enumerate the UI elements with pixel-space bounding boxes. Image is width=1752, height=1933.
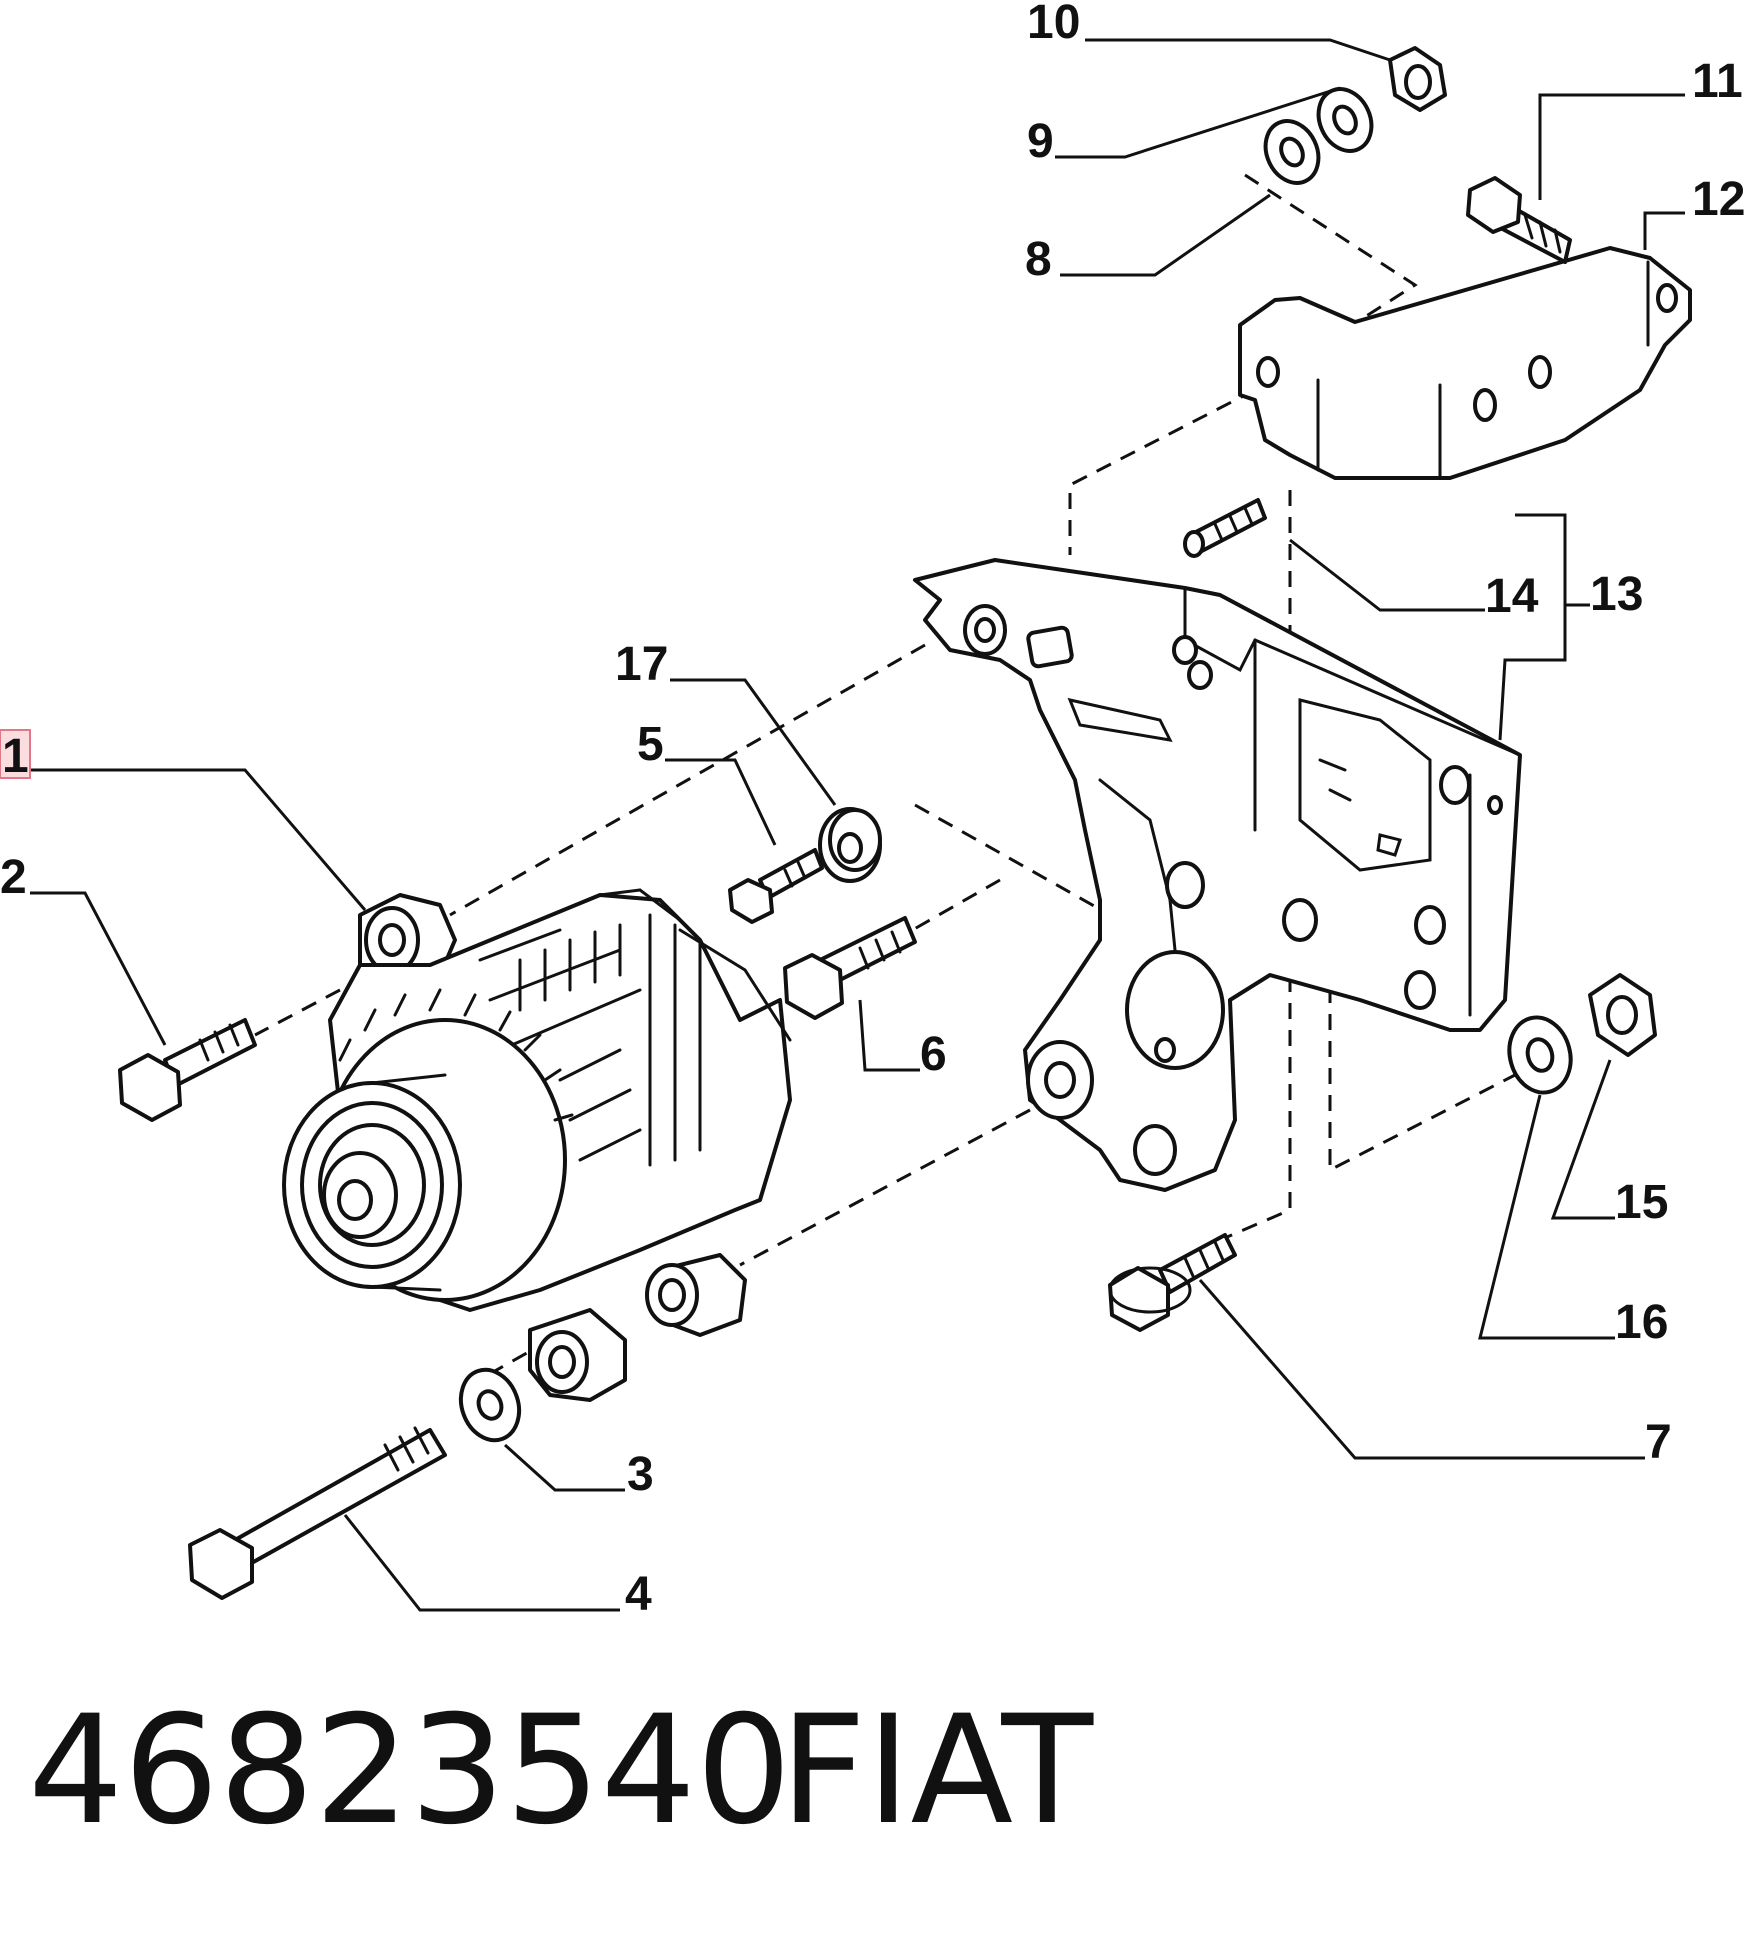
upper-bracket xyxy=(1238,246,1692,480)
washers-and-nut xyxy=(1263,46,1447,185)
bolt-11 xyxy=(1466,176,1572,264)
callout-4: 4 xyxy=(625,1568,652,1621)
callout-6: 6 xyxy=(920,1028,947,1081)
callout-9: 9 xyxy=(1027,115,1054,168)
main-bracket xyxy=(913,558,1522,1192)
bolt-7 xyxy=(1108,1233,1237,1332)
callout-17: 17 xyxy=(615,638,668,691)
callout-1: 1 xyxy=(2,730,29,783)
callout-8: 8 xyxy=(1025,233,1052,286)
callout-2: 2 xyxy=(0,851,27,904)
alternator xyxy=(282,888,792,1402)
callout-1-highlight xyxy=(0,729,31,779)
spacer-17 xyxy=(818,807,882,883)
footer: 46823540 FIAT xyxy=(28,1684,1094,1858)
callout-14: 14 xyxy=(1485,570,1539,623)
callout-11: 11 xyxy=(1692,55,1743,108)
callout-3: 3 xyxy=(627,1448,654,1501)
part-number: 46823540 xyxy=(28,1684,791,1858)
callout-12: 12 xyxy=(1692,173,1745,226)
callout-labels: 1 2 3 4 5 6 7 8 9 10 11 12 13 14 15 16 1… xyxy=(0,0,1745,1621)
callout-7: 7 xyxy=(1645,1416,1672,1469)
callout-10: 10 xyxy=(1027,0,1080,49)
nut-15-washer-16 xyxy=(1507,973,1657,1095)
leader-lines xyxy=(28,38,1685,1612)
bolt-2 xyxy=(118,1018,257,1122)
bolt-6 xyxy=(783,916,917,1020)
callout-15: 15 xyxy=(1615,1176,1668,1229)
callout-13: 13 xyxy=(1590,568,1643,621)
brand-name: FIAT xyxy=(780,1684,1094,1858)
long-bolt-4 xyxy=(188,1426,447,1600)
callout-16: 16 xyxy=(1615,1296,1668,1349)
callout-5: 5 xyxy=(637,718,664,771)
bolt-5 xyxy=(728,848,824,924)
stud-14 xyxy=(1183,498,1267,558)
washer-3 xyxy=(458,1367,522,1443)
